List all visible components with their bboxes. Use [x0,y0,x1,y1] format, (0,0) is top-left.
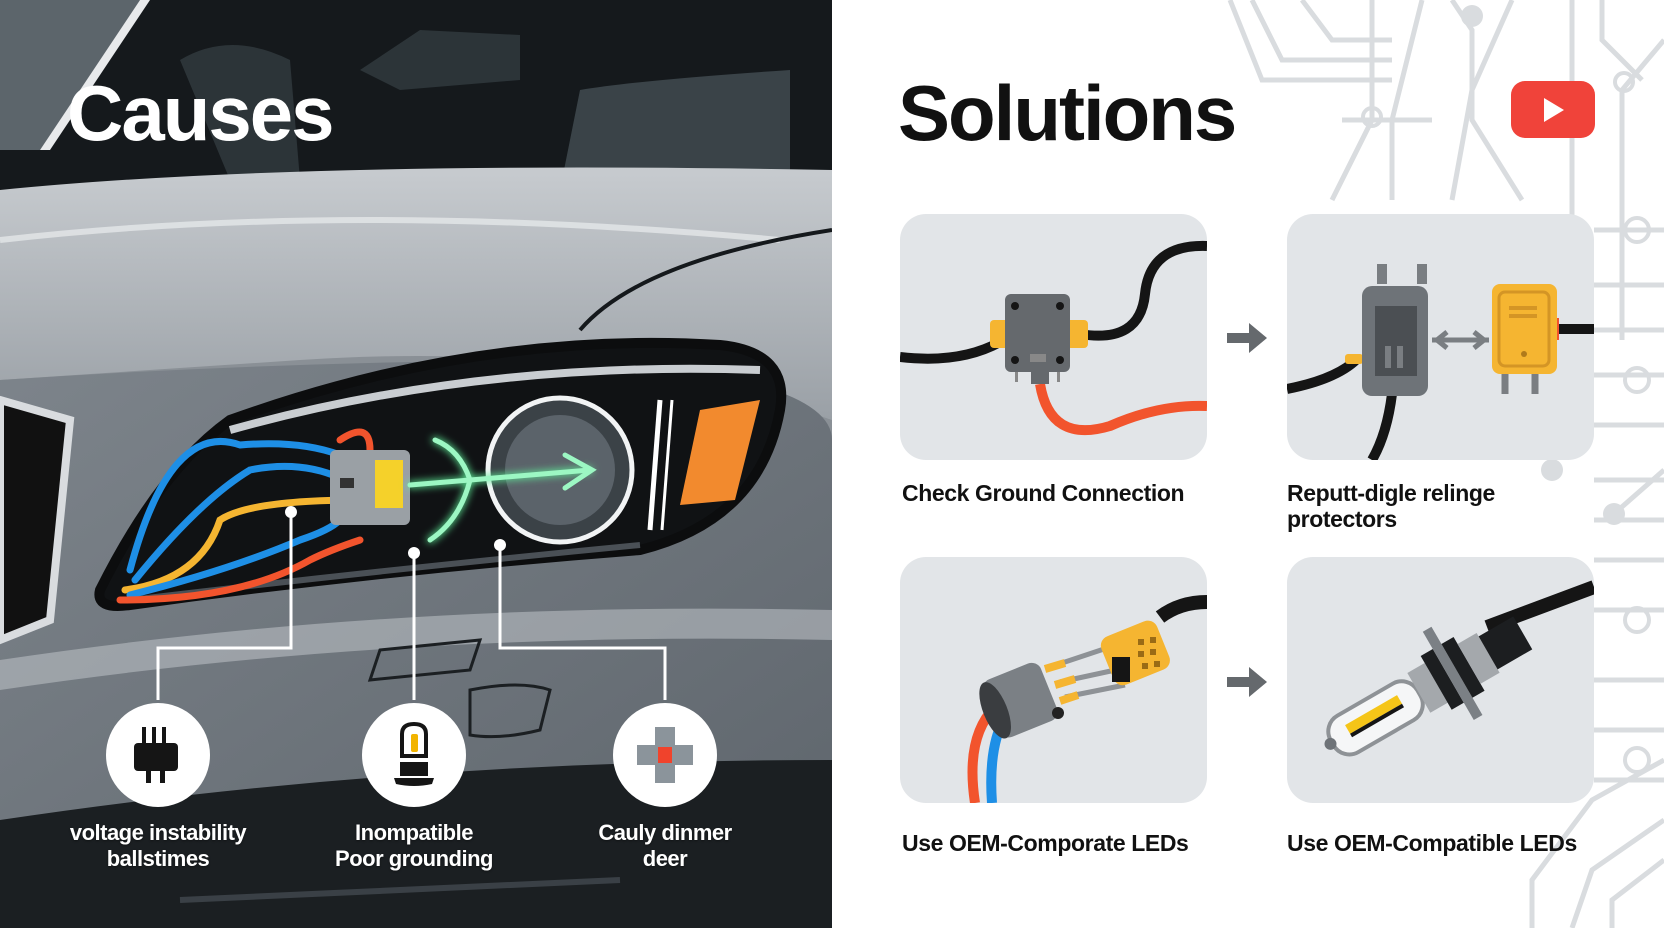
solutions-panel: Solutions [832,0,1664,928]
solution-label-2-line1: Reputt-digle relinge [1287,480,1495,506]
causes-title: Causes [67,69,334,157]
cause-icon-circle-3 [613,703,717,807]
causes-panel: Causes voltage instability ballstimes In… [0,0,832,928]
wire-connector-illustration [967,595,1207,803]
cause-label-2-line1: Inompatible [355,820,473,845]
solution-card-2 [1287,214,1594,460]
bulb-icon [394,722,434,786]
solution-label-2: Reputt-digle relinge protectors [1287,480,1495,532]
solution-card-4 [1287,557,1594,803]
cause-label-1: voltage instability ballstimes [48,820,268,872]
arrow-right-icon [1227,323,1267,353]
solution-label-1-line1: Check Ground Connection [902,480,1185,506]
cause-label-2-line2: Poor grounding [335,846,493,871]
solution-label-2-line2: protectors [1287,506,1397,532]
youtube-play-icon [1544,97,1564,122]
cause-label-1-line1: voltage instability [69,820,247,845]
youtube-button[interactable] [1511,81,1595,138]
solution-label-4-line1: Use OEM-Compatible LEDs [1287,830,1577,856]
solution-label-4: Use OEM-Compatible LEDs [1287,830,1577,856]
solution-card-3 [900,557,1207,803]
dimmer-cross-icon [637,727,693,783]
cause-label-2: Inompatible Poor grounding [304,820,524,872]
ground-connector-illustration [900,240,1207,436]
solution-label-3: Use OEM-Comporate LEDs [902,830,1189,856]
cause-label-3: Cauly dinmer deer [555,820,775,872]
solutions-title: Solutions [898,69,1237,157]
solution-label-1: Check Ground Connection [902,480,1185,506]
relay-protector-illustration [1287,264,1594,460]
arrow-right-icon [1227,667,1267,697]
led-bulb-illustration [1324,580,1594,757]
cause-label-3-line1: Cauly dinmer [598,820,732,845]
cause-icon-circle-1 [106,703,210,807]
solution-card-1 [900,214,1207,460]
cause-label-1-line2: ballstimes [106,846,210,871]
ballast-chip-icon [134,727,178,783]
car-headlight-illustration [0,0,832,928]
cause-label-3-line2: deer [642,846,688,871]
cause-icon-circle-2 [362,703,466,807]
solution-label-3-line1: Use OEM-Comporate LEDs [902,830,1189,856]
